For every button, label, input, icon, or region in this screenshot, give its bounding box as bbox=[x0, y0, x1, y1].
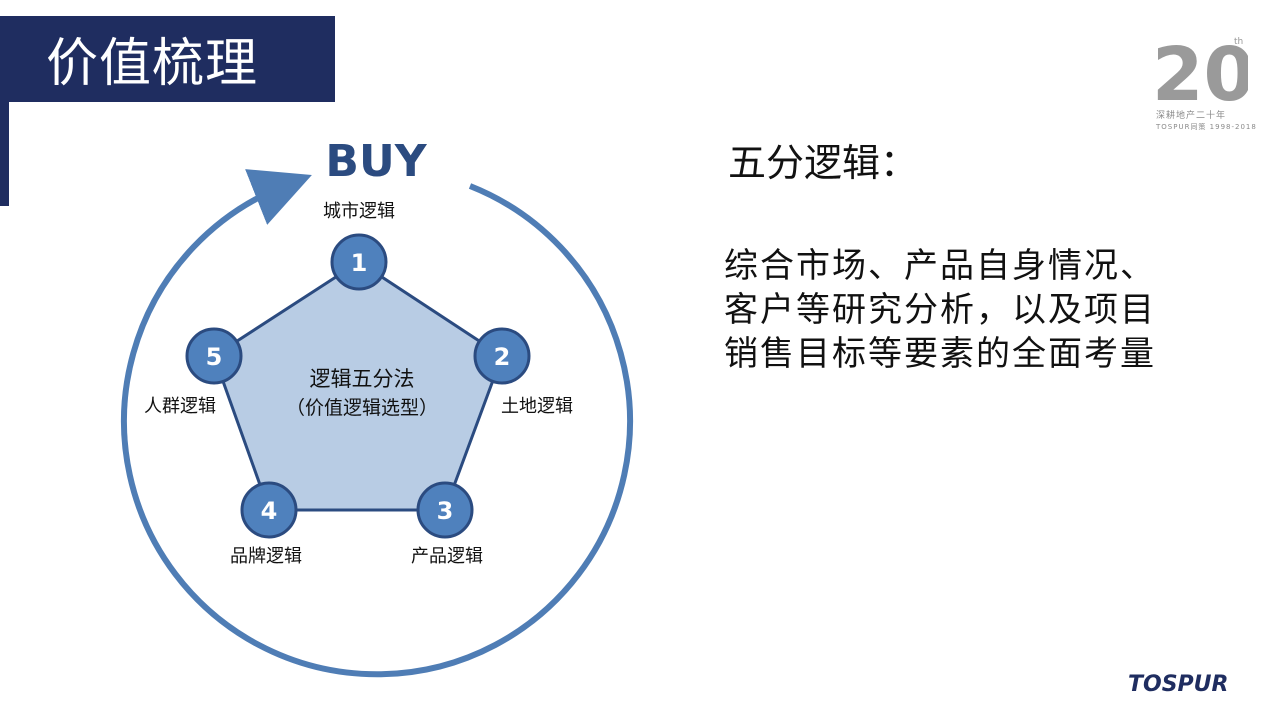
node-4-label: 品牌逻辑 bbox=[230, 546, 302, 567]
node-2-number: 2 bbox=[494, 343, 511, 371]
anniversary-tagline: 深耕地产二十年 bbox=[1156, 111, 1227, 121]
title-bar: 价值梳理 bbox=[0, 16, 335, 102]
node-5-circle bbox=[185, 327, 243, 385]
pentagon bbox=[212, 260, 504, 512]
node-4: 4 品牌逻辑 bbox=[230, 481, 302, 567]
center-subtitle: （价值逻辑选型） bbox=[286, 397, 438, 419]
node-3-label: 产品逻辑 bbox=[411, 546, 483, 567]
node-4-number: 4 bbox=[261, 497, 278, 525]
node-3-number: 3 bbox=[437, 497, 454, 525]
body-line-1: 综合市场、产品自身情况、 bbox=[724, 246, 1156, 286]
body-line-3: 销售目标等要素的全面考量 bbox=[724, 334, 1156, 374]
node-2-label: 土地逻辑 bbox=[501, 396, 573, 417]
cycle-ring bbox=[121, 169, 633, 678]
node-2: 2 土地逻辑 bbox=[473, 327, 573, 417]
node-5: 5 人群逻辑 bbox=[144, 327, 243, 417]
node-1: 1 城市逻辑 bbox=[323, 201, 395, 291]
page-title: 价值梳理 bbox=[46, 34, 259, 94]
node-3-circle bbox=[416, 481, 474, 539]
node-4-circle bbox=[240, 481, 298, 539]
section-heading: 五分逻辑： bbox=[728, 141, 919, 185]
section-body: 综合市场、产品自身情况、 客户等研究分析，以及项目 销售目标等要素的全面考量 bbox=[724, 244, 1204, 376]
anniversary-years: TOSPUR同策 1998-2018 bbox=[1156, 123, 1257, 131]
node-5-label: 人群逻辑 bbox=[144, 396, 216, 417]
node-3: 3 产品逻辑 bbox=[411, 481, 483, 567]
buy-label: BUY bbox=[325, 136, 427, 187]
anniversary-suffix: th bbox=[1234, 37, 1243, 47]
node-2-circle bbox=[473, 327, 531, 385]
node-5-number: 5 bbox=[206, 343, 223, 371]
node-1-label: 城市逻辑 bbox=[323, 201, 395, 222]
center-title: 逻辑五分法 bbox=[310, 367, 415, 391]
node-1-circle bbox=[330, 233, 388, 291]
five-logic-diagram: BUY 逻辑五分法 （价值逻辑选型） 1 城市逻辑 2 土地逻辑 3 产品逻辑 … bbox=[121, 136, 633, 678]
left-accent-bar bbox=[0, 102, 9, 206]
anniversary-20-icon: 20 th bbox=[1152, 32, 1248, 118]
anniversary-number: 20 bbox=[1152, 32, 1248, 118]
footer-logo: TOSPUR bbox=[1128, 672, 1229, 697]
node-1-number: 1 bbox=[351, 249, 368, 277]
body-line-2: 客户等研究分析，以及项目 bbox=[724, 290, 1156, 330]
